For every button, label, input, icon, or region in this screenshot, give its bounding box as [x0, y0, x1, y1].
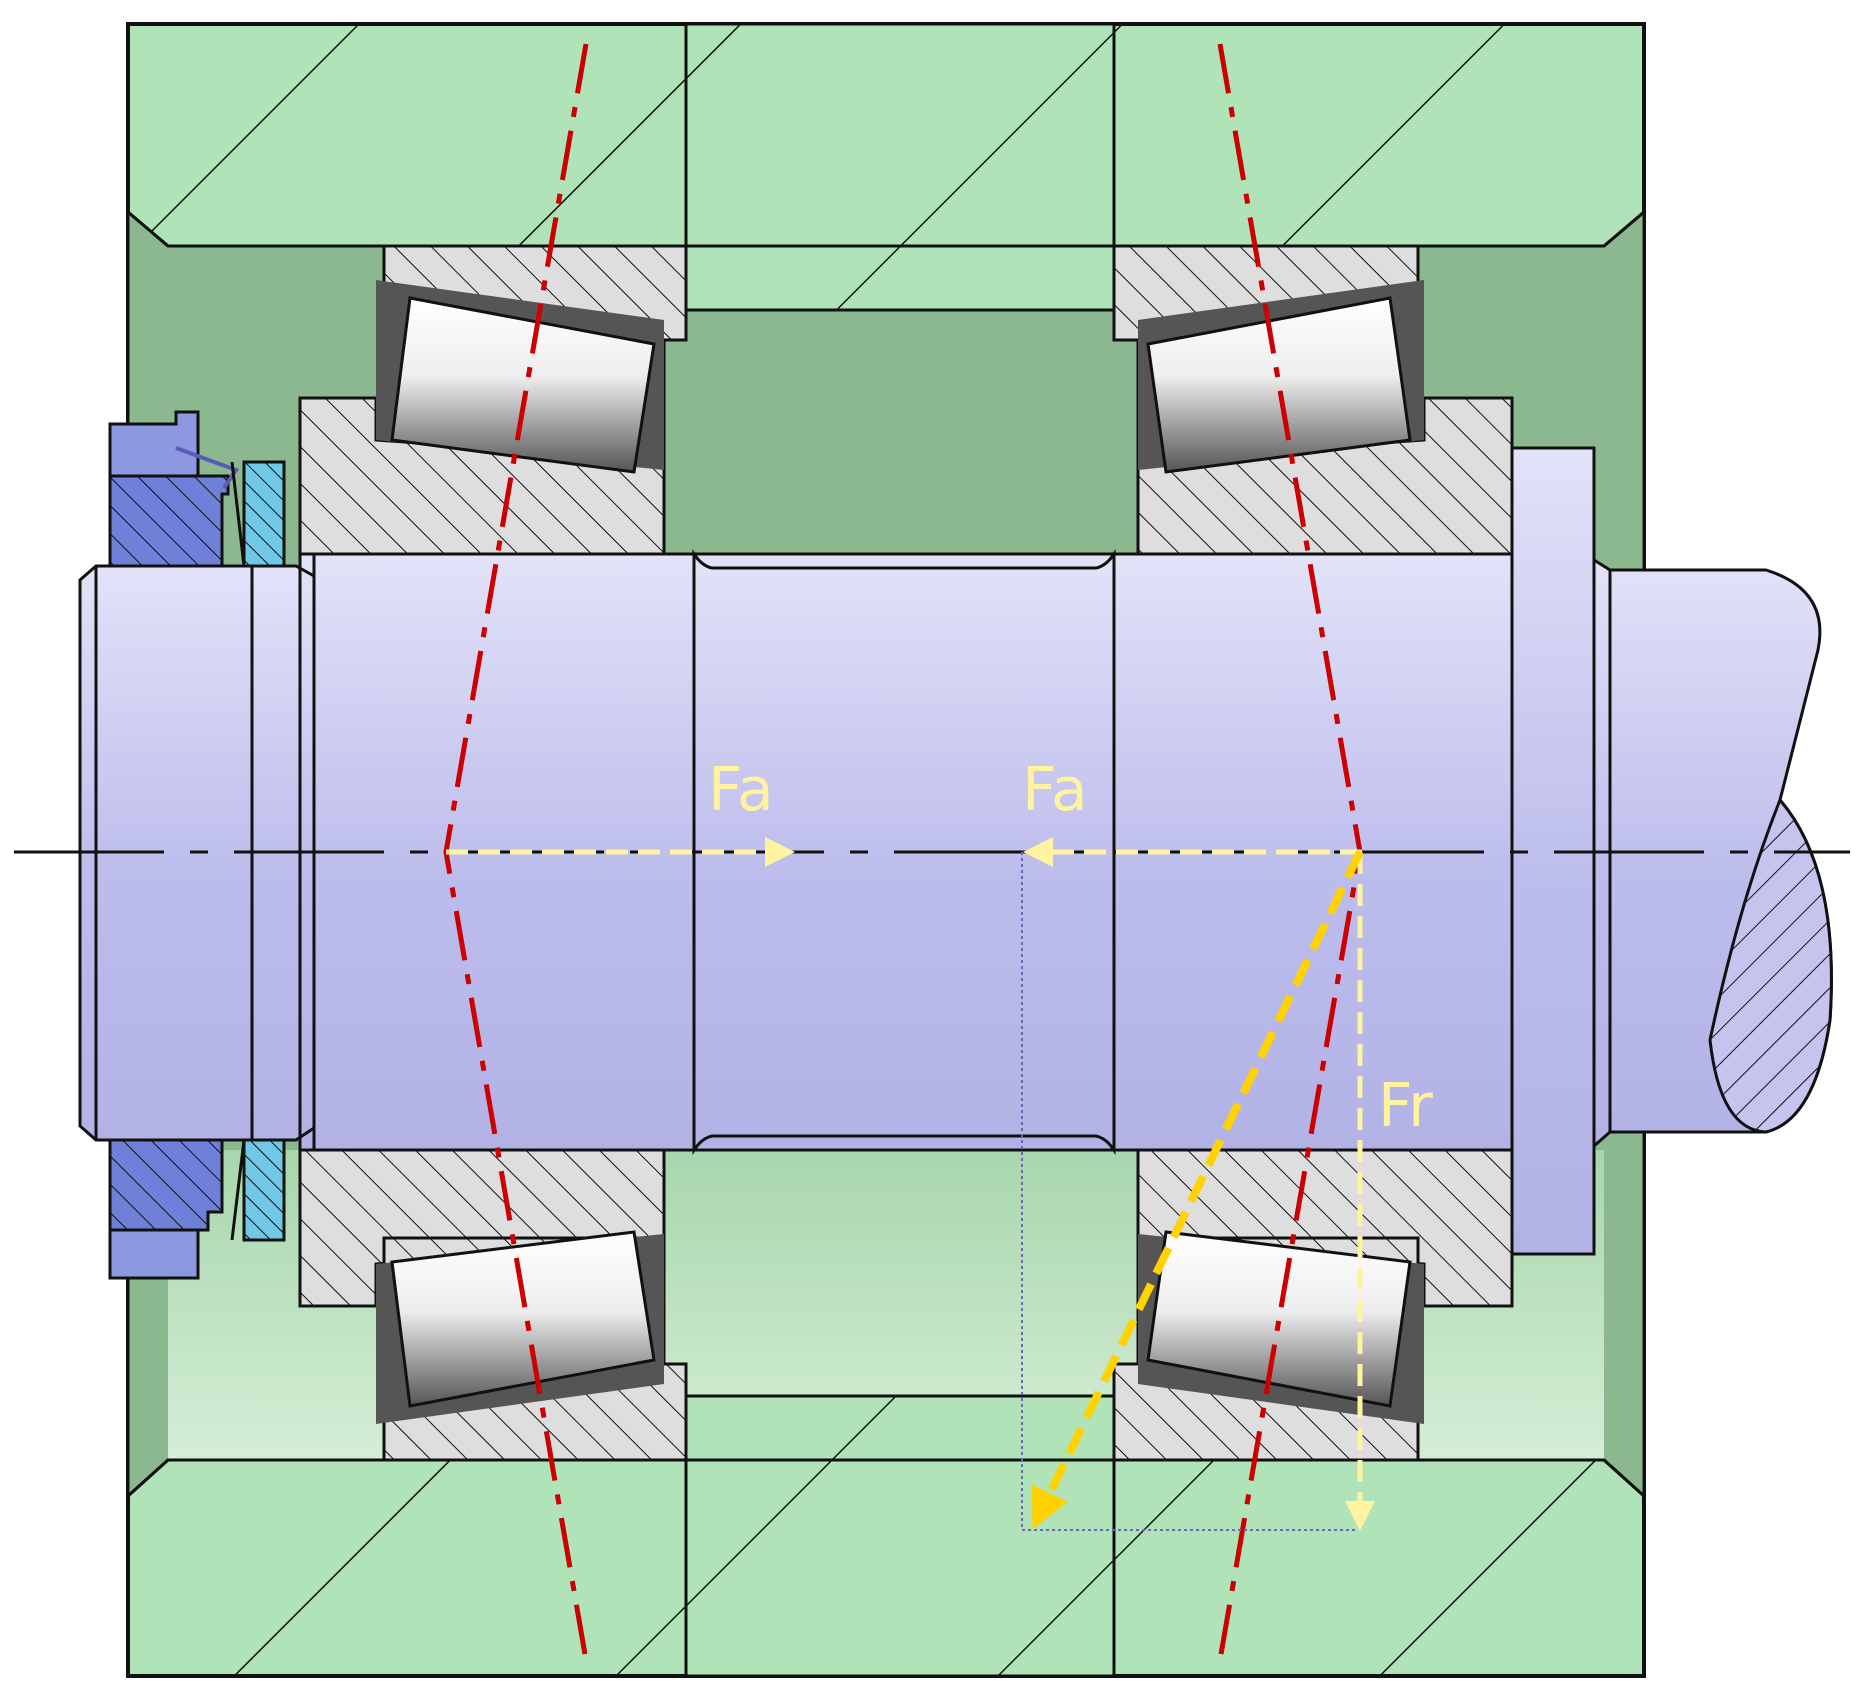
force-parallelogram	[1021, 852, 1358, 1531]
label-fa-right: Fa	[1022, 755, 1088, 825]
lock-washer	[230, 460, 286, 1242]
resultant-arrow	[1031, 850, 1364, 1530]
force-arrows	[446, 837, 1375, 1531]
tapered-roller-bearing-right	[1112, 244, 1514, 1462]
label-fr: Fr	[1378, 1071, 1433, 1141]
tapered-roller-bearing-left	[298, 244, 688, 1462]
label-fa-left: Fa	[708, 755, 774, 825]
lock-nut	[108, 410, 240, 1280]
